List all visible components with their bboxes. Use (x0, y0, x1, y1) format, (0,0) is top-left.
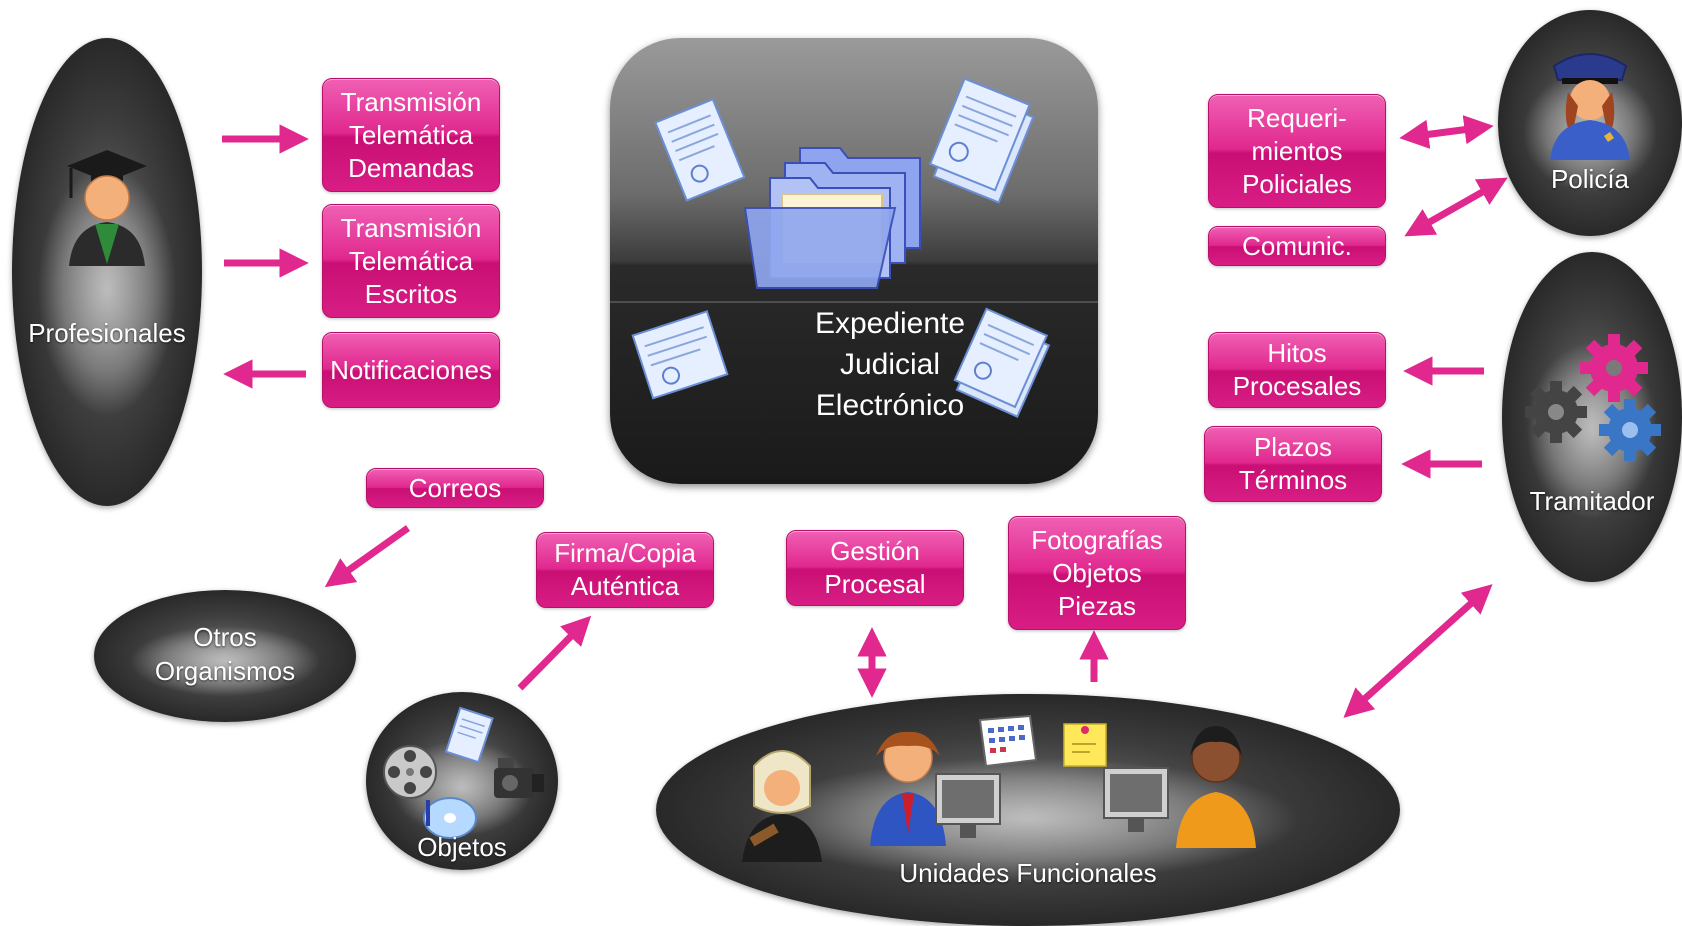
box-transmision-escritos: Transmisión Telemática Escritos (322, 204, 500, 318)
camera-icon (494, 758, 544, 798)
box-fotografias: Fotografías Objetos Piezas (1008, 516, 1186, 630)
sticky-note-icon (1063, 723, 1107, 767)
user-computer-icon (1103, 726, 1256, 848)
gears-icon (1525, 334, 1661, 461)
arrow-requerimientos-policia (1399, 115, 1494, 149)
arrow-tramitador-unidades (1343, 584, 1493, 718)
panel-band (610, 301, 1098, 303)
arrow-correos-otros (324, 525, 411, 588)
cd-icon (423, 797, 477, 839)
tramitador-node: Tramitador (1502, 252, 1682, 582)
box-correos: Correos (366, 468, 544, 508)
box-gestion-procesal: Gestión Procesal (786, 530, 964, 606)
user-computer-icon (870, 731, 1001, 846)
folders-icon (743, 147, 921, 289)
otros-organismos-node: Otros Organismos (94, 590, 356, 722)
film-reel-icon (383, 745, 437, 799)
profesionales-node: Profesionales (12, 38, 202, 506)
document-icon (654, 98, 746, 202)
profesionales-label: Profesionales (28, 318, 186, 348)
document-stack-icon (928, 77, 1035, 204)
arrow-objetos-firma (517, 615, 592, 691)
objetos-label: Objetos (417, 832, 507, 862)
unidades-funcionales-label: Unidades Funcionales (899, 858, 1157, 888)
box-hitos-procesales: Hitos Procesales (1208, 332, 1386, 408)
arrow-comunic-policia (1404, 177, 1508, 237)
policia-node: Policía (1498, 10, 1682, 236)
box-comunic: Comunic. (1208, 226, 1386, 266)
box-notificaciones: Notificaciones (322, 332, 500, 408)
judge-icon (742, 750, 822, 862)
objetos-node: Objetos (366, 692, 558, 870)
policia-label: Policía (1550, 164, 1630, 194)
tramitador-label: Tramitador (1529, 486, 1655, 516)
document-stack-icon (953, 307, 1051, 418)
document-icon (631, 310, 729, 400)
calendar-icon (978, 714, 1038, 768)
expediente-label: Expediente Judicial Electrónico (814, 307, 966, 422)
graduate-icon (67, 150, 147, 266)
otros-organismos-label: Otros Organismos (154, 622, 296, 686)
unidades-funcionales-node: Unidades Funcionales (656, 694, 1400, 926)
box-firma-copia: Firma/Copia Auténtica (536, 532, 714, 608)
document-icon (444, 706, 494, 764)
box-transmision-demandas: Transmisión Telemática Demandas (322, 78, 500, 192)
box-requerimientos: Requeri- mientos Policiales (1208, 94, 1386, 208)
expediente-judicial-panel: Expediente Judicial Electrónico (610, 38, 1098, 484)
box-plazos-terminos: Plazos Términos (1204, 426, 1382, 502)
police-officer-icon (1550, 53, 1630, 160)
